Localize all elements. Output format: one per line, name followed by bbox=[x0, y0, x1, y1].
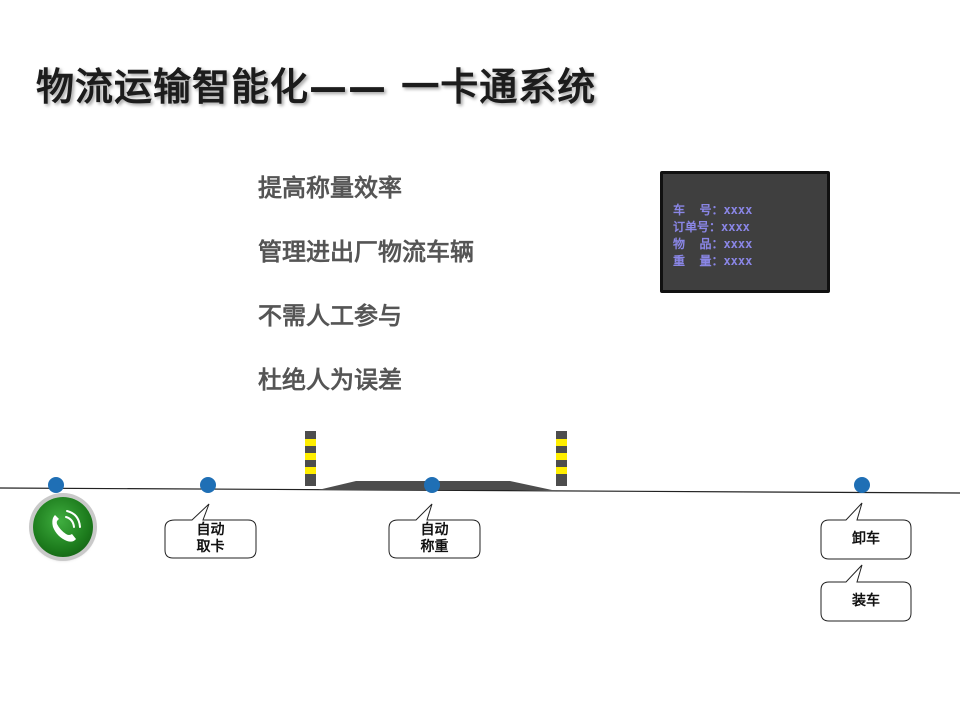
node-start bbox=[48, 477, 64, 493]
callout-unload-text: 卸车 bbox=[852, 531, 880, 547]
barrier-right bbox=[556, 431, 567, 486]
feature-item: 提高称量效率 bbox=[258, 174, 402, 202]
feature-item: 不需人工参与 bbox=[258, 302, 402, 330]
road-line bbox=[0, 487, 960, 494]
phone-icon[interactable] bbox=[33, 497, 93, 557]
callout-auto-weigh bbox=[388, 503, 481, 559]
feature-item: 杜绝人为误差 bbox=[258, 366, 402, 394]
display-line-weight: 重 量：xxxx bbox=[673, 254, 753, 268]
node-weigh bbox=[424, 477, 440, 493]
callout-load bbox=[820, 564, 912, 622]
callout-load-text: 装车 bbox=[852, 593, 880, 609]
node-unload bbox=[854, 477, 870, 493]
barrier-left bbox=[305, 431, 316, 486]
feature-list: 提高称量效率 管理进出厂物流车辆 不需人工参与 杜绝人为误差 bbox=[258, 172, 474, 428]
callout-auto-weigh-text: 自动 称重 bbox=[420, 522, 449, 555]
callout-auto-card bbox=[164, 503, 257, 559]
feature-item: 管理进出厂物流车辆 bbox=[258, 238, 474, 266]
page-title: 物流运输智能化—— 一卡通系统 bbox=[36, 65, 597, 109]
node-card bbox=[200, 477, 216, 493]
display-line-order: 订单号：xxxx bbox=[673, 220, 750, 234]
callout-auto-card-text: 自动 取卡 bbox=[196, 522, 225, 555]
display-line-plate: 车 号：xxxx bbox=[673, 203, 753, 217]
display-line-goods: 物 品：xxxx bbox=[673, 237, 753, 251]
callout-unload bbox=[820, 502, 912, 560]
display-screen: 车 号：xxxx 订单号：xxxx 物 品：xxxx 重 量：xxxx bbox=[660, 171, 830, 293]
